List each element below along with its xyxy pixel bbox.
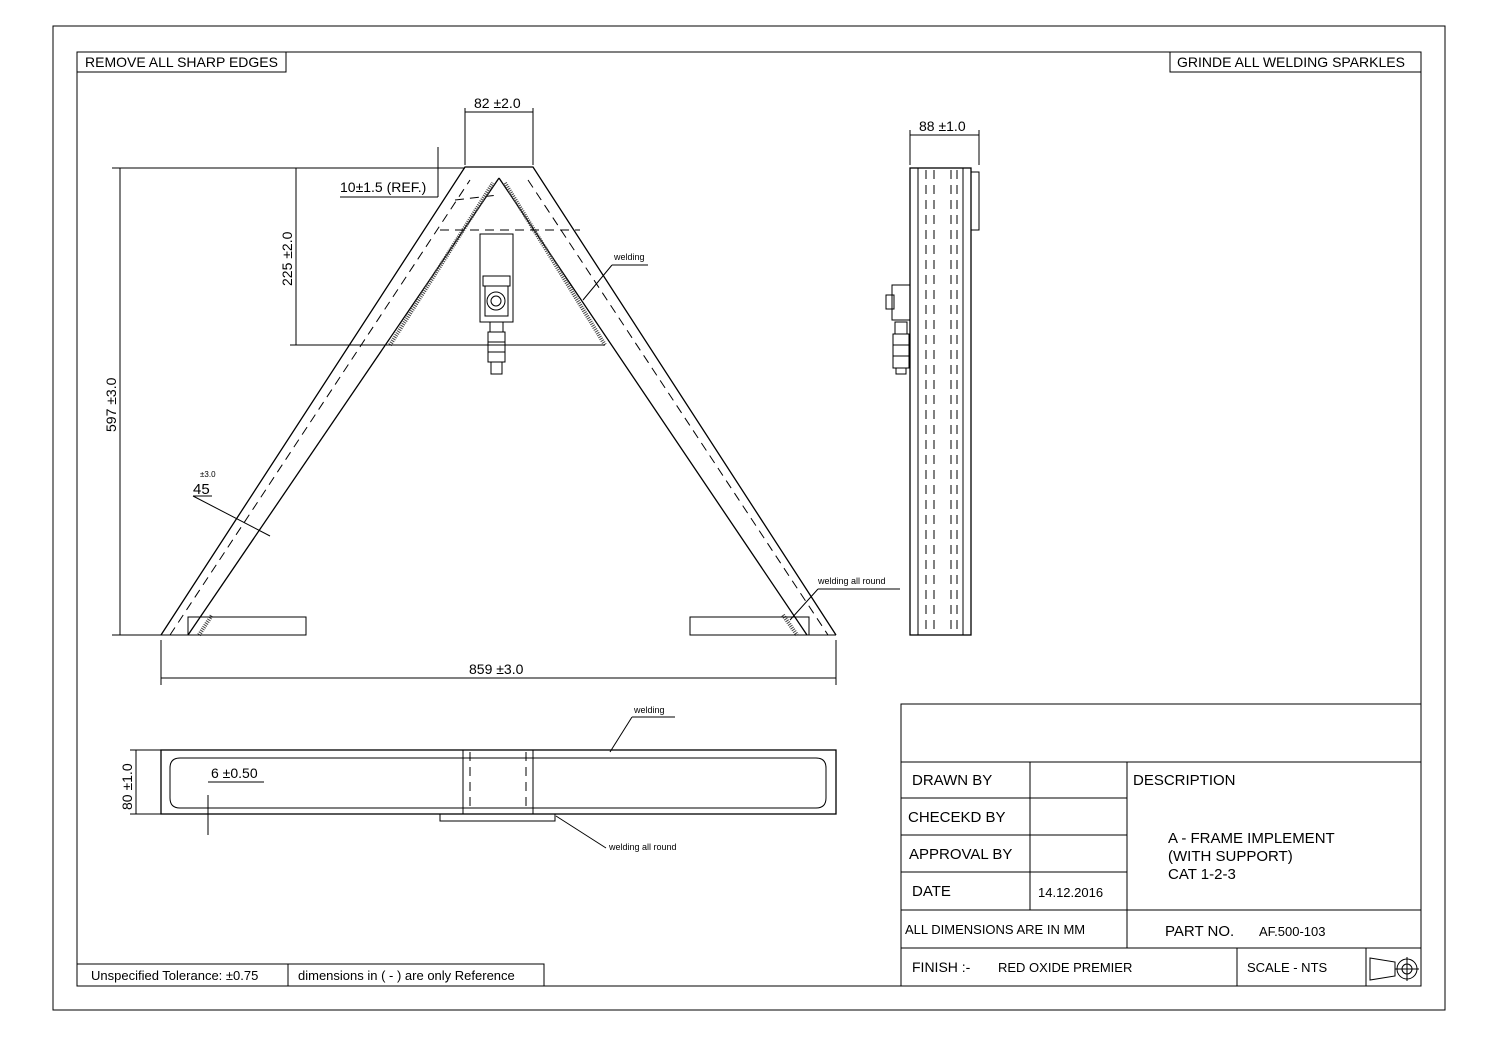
- units-note: ALL DIMENSIONS ARE IN MM: [905, 922, 1085, 937]
- dim-plan-wall: 6 ±0.50: [207, 765, 264, 835]
- note-top-right-text: GRINDE ALL WELDING SPARKLES: [1177, 54, 1405, 70]
- dim-base-width: 859 ±3.0: [160, 640, 837, 685]
- dim-inner-height: 225 ±2.0: [279, 168, 605, 346]
- date-value: 14.12.2016: [1038, 885, 1103, 900]
- note-top-left-text: REMOVE ALL SHARP EDGES: [85, 54, 278, 70]
- finish-value: RED OXIDE PREMIER: [998, 960, 1132, 975]
- dim-leg-width-tol: ±3.0: [200, 470, 216, 479]
- weld-label-plan-all-round: welding all round: [555, 815, 677, 852]
- dim-top-offset-text: 10±1.5 (REF.): [340, 179, 426, 195]
- weld-label-front-all-round: welding all round: [789, 576, 900, 621]
- description-line2: (WITH SUPPORT): [1168, 848, 1293, 865]
- dim-plan-height-text: 80 ±1.0: [119, 763, 135, 810]
- note-tolerance-text: Unspecified Tolerance: ±0.75: [91, 968, 258, 983]
- dim-top-width-text: 82 ±2.0: [474, 95, 521, 111]
- weld-label-plan: welding: [609, 705, 675, 753]
- dim-inner-height-text: 225 ±2.0: [279, 231, 295, 286]
- dim-plan-height: 80 ±1.0: [119, 749, 161, 815]
- side-view: [885, 167, 980, 636]
- dim-top-width: 82 ±2.0: [464, 95, 534, 165]
- plan-view: [160, 749, 837, 822]
- outer-border: [52, 25, 1446, 1011]
- weld-label-plan-all-round-text: welding all round: [608, 842, 677, 852]
- note-bottom-tolerance: Unspecified Tolerance: ±0.75: [76, 963, 289, 987]
- projection-symbol-icon: [1369, 957, 1419, 981]
- weld-label-plan-text: welding: [633, 705, 665, 715]
- dim-side-thickness-text: 88 ±1.0: [919, 118, 966, 134]
- approval-by-label: APPROVAL BY: [909, 846, 1012, 863]
- dim-plan-wall-text: 6 ±0.50: [211, 765, 258, 781]
- front-view: [160, 166, 837, 637]
- dim-side-thickness: 88 ±1.0: [909, 118, 980, 165]
- dim-leg-width: 45 ±3.0: [192, 470, 271, 537]
- description-label: DESCRIPTION: [1133, 772, 1236, 789]
- note-bottom-reference: dimensions in ( - ) are only Reference: [287, 963, 545, 987]
- note-reference-text: dimensions in ( - ) are only Reference: [298, 968, 515, 983]
- description-line1: A - FRAME IMPLEMENT: [1168, 830, 1335, 847]
- dim-leg-width-text: 45: [193, 481, 210, 498]
- dim-total-height-text: 597 ±3.0: [103, 377, 119, 432]
- weld-label-front: welding: [582, 252, 648, 301]
- checked-by-label: CHECEKD BY: [908, 809, 1006, 826]
- inner-border: [76, 51, 1422, 987]
- date-label: DATE: [912, 883, 951, 900]
- dim-total-height: 597 ±3.0: [103, 167, 465, 636]
- weld-label-front-all-round-text: welding all round: [817, 576, 886, 586]
- title-block: [900, 703, 1422, 987]
- scale-text: SCALE - NTS: [1247, 960, 1328, 975]
- weld-label-front-text: welding: [613, 252, 645, 262]
- dim-base-width-text: 859 ±3.0: [469, 661, 524, 677]
- dim-top-offset: 10±1.5 (REF.): [340, 147, 439, 198]
- drawn-by-label: DRAWN BY: [912, 772, 992, 789]
- finish-label: FINISH :-: [912, 959, 971, 975]
- note-top-right: GRINDE ALL WELDING SPARKLES: [1169, 51, 1422, 73]
- part-no-value: AF.500-103: [1259, 924, 1326, 939]
- note-top-left: REMOVE ALL SHARP EDGES: [76, 51, 287, 73]
- part-no-label: PART NO.: [1165, 923, 1234, 940]
- description-line3: CAT 1-2-3: [1168, 866, 1236, 883]
